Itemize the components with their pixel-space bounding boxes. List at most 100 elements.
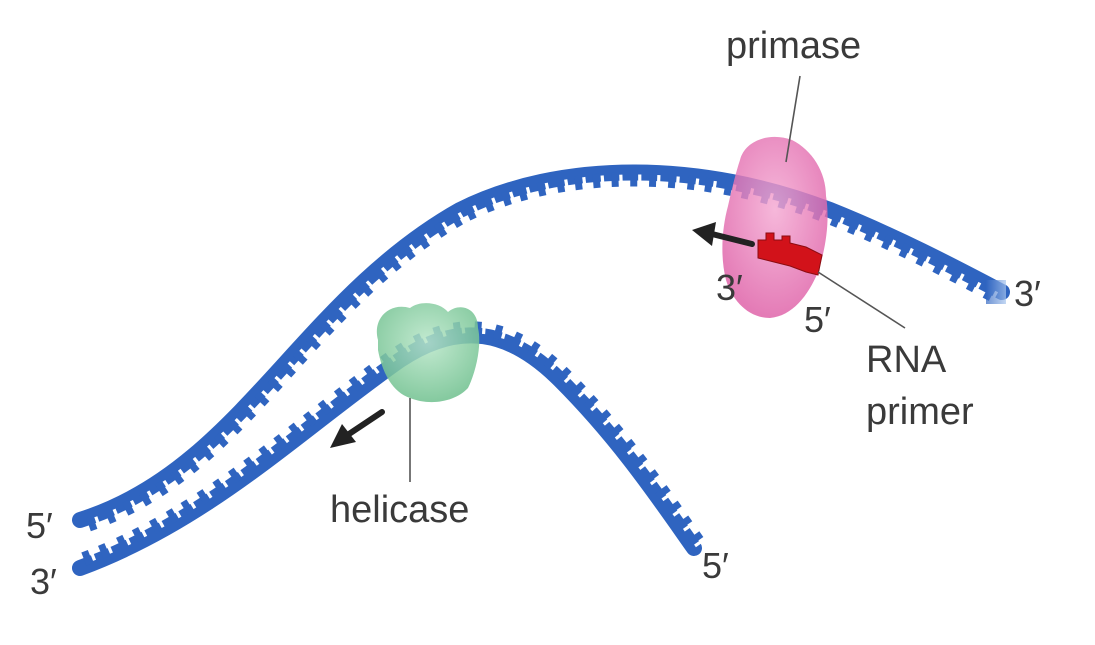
dna-base: [213, 432, 229, 448]
dna-base: [527, 341, 541, 357]
dna-base: [180, 499, 194, 515]
upper-dna-strand: [72, 164, 1010, 532]
base-gap: [871, 231, 879, 243]
dna-base: [510, 331, 524, 348]
dna-base: [592, 173, 601, 189]
dna-base: [543, 353, 558, 370]
dna-base: [154, 480, 169, 497]
dna-base: [97, 543, 110, 559]
dna-base: [630, 172, 638, 187]
base-gap: [299, 348, 309, 358]
upper-right-end-label: 3′: [1014, 273, 1041, 314]
dna-base: [258, 445, 273, 461]
dna-base: [196, 489, 211, 505]
dna-base: [881, 234, 894, 251]
primase-protein: [722, 136, 828, 318]
dna-base: [583, 394, 599, 410]
dna-base: [373, 267, 389, 284]
base-gap: [250, 455, 260, 466]
base-gap: [247, 404, 258, 414]
base-gap: [156, 517, 165, 528]
base-gap: [274, 375, 284, 385]
base-gap: [661, 492, 672, 502]
base-gap: [694, 178, 700, 189]
base-gap: [192, 456, 202, 467]
base-gap: [638, 461, 649, 470]
dna-base: [536, 181, 547, 197]
base-gap: [352, 292, 363, 302]
base-gap: [409, 244, 418, 254]
dna-base: [932, 259, 945, 275]
dna-base: [401, 244, 416, 261]
base-gap: [265, 444, 275, 455]
base-gap: [130, 499, 138, 511]
base-gap: [472, 204, 480, 216]
dna-base: [704, 177, 714, 193]
base-gap: [481, 323, 486, 335]
dna-base: [829, 212, 842, 228]
base-gap: [563, 373, 574, 384]
strand-end-fade: [986, 280, 1006, 304]
dna-base: [620, 438, 636, 454]
dna-base: [687, 531, 704, 546]
base-gap: [365, 280, 375, 290]
base-gap: [602, 416, 613, 426]
dna-base: [138, 490, 152, 507]
base-gap: [889, 239, 897, 250]
dna-base: [433, 222, 448, 238]
base-gap: [614, 431, 625, 441]
base-gap: [525, 186, 532, 198]
base-gap: [146, 490, 155, 501]
rna-primer-leader-line: [817, 271, 906, 329]
dna-base: [358, 281, 374, 297]
base-gap: [287, 361, 298, 371]
arrow-left-icon: [330, 409, 385, 448]
dna-base: [464, 204, 477, 221]
base-gap: [534, 347, 543, 358]
base-gap: [682, 523, 693, 532]
base-gap: [577, 388, 588, 398]
dna-base: [288, 422, 303, 439]
helicase-protein: [376, 303, 480, 403]
dna-base: [723, 180, 733, 196]
dna-base: [148, 517, 162, 534]
dna-base: [898, 242, 911, 259]
dna-base: [165, 508, 179, 524]
dna-base: [227, 419, 243, 435]
dna-base: [483, 197, 495, 213]
dna-base: [676, 515, 693, 530]
primer-5-end-label: 5′: [804, 299, 831, 340]
base-gap: [855, 224, 862, 235]
dna-base: [500, 190, 512, 207]
dna-base: [608, 423, 624, 439]
base-gap: [600, 175, 605, 186]
dna-base: [648, 172, 657, 188]
dna-base: [212, 478, 227, 495]
rna-primer-label-line1: RNA: [866, 339, 947, 381]
dna-base: [517, 185, 529, 202]
base-gap: [457, 211, 466, 223]
left-top-end-label: 5′: [26, 505, 53, 546]
primase-label: primase: [726, 25, 861, 67]
dna-base: [170, 469, 185, 486]
base-gap: [675, 176, 680, 187]
dna-base: [416, 234, 431, 250]
dna-base: [267, 377, 283, 393]
dna-base: [686, 175, 696, 191]
dna-base: [131, 527, 145, 543]
dna-base: [949, 267, 962, 284]
base-gap: [501, 328, 507, 340]
dna-base: [847, 219, 859, 235]
base-gap: [837, 216, 845, 228]
dna-base: [199, 445, 215, 461]
base-gap: [491, 197, 498, 208]
dna-base: [345, 294, 361, 309]
dna-base: [965, 276, 979, 293]
base-gap: [177, 468, 187, 479]
base-gap: [220, 431, 231, 441]
lower-right-end-label: 5′: [702, 545, 729, 586]
base-gap: [590, 402, 600, 412]
base-gap: [326, 319, 336, 329]
dna-base: [243, 456, 258, 473]
